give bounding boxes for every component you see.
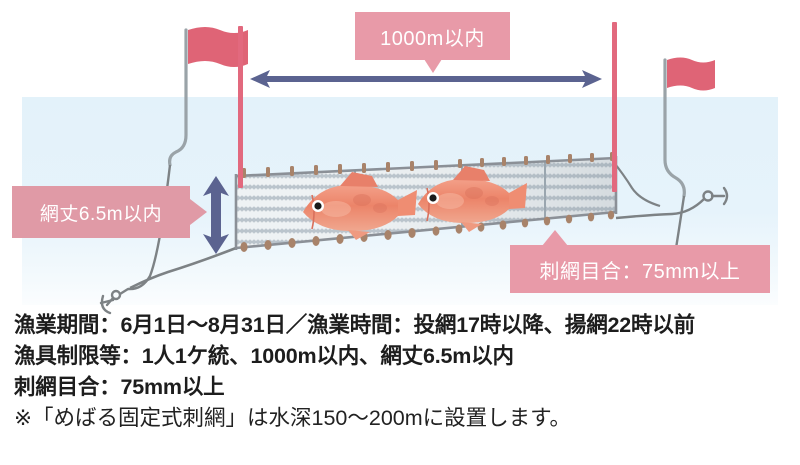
note-line-4: ※「めばる固定式刺網」は水深150〜200mに設置します。: [14, 406, 572, 430]
double-arrow-horizontal-icon: [250, 70, 602, 88]
note-line-1: 漁業期間：6月1日〜8月31日／漁業時間：投網17時以降、揚網22時以前: [14, 313, 695, 337]
anchor-icon-left: [99, 287, 130, 315]
net-height-label: 網丈6.5m以内: [12, 186, 207, 238]
bridle-line: [611, 159, 661, 208]
regulation-notes: 漁業期間：6月1日〜8月31日／漁業時間：投網17時以降、揚網22時以前 漁具制…: [14, 310, 794, 434]
note-line-3: 刺網目合：75mm以上: [14, 375, 225, 399]
lead-line-left: [129, 246, 237, 290]
flag-icon-left: [168, 27, 248, 167]
mesh-size-label-text: 刺網目合：75mm以上: [539, 260, 741, 283]
boundary-line-left: [238, 26, 243, 188]
fish-icon-2: [418, 166, 527, 232]
distance-label-tail: [423, 59, 442, 73]
double-arrow-vertical-icon: [203, 176, 229, 254]
flag-icon-right: [663, 57, 715, 198]
net-height-label-text: 網丈6.5m以内: [39, 203, 163, 225]
mesh-size-label-tail: [542, 230, 568, 246]
net-height-label-tail: [190, 199, 207, 225]
note-line-2: 漁具制限等：1人1ケ統、1000m以内、網丈6.5m以内: [14, 344, 514, 368]
fish-icon-1: [303, 172, 417, 240]
lead-line-right: [615, 198, 705, 220]
anchor-icon-right: [702, 186, 729, 206]
distance-label: 1000m以内: [355, 12, 510, 73]
distance-label-text: 1000m以内: [380, 27, 485, 50]
boundary-line-right: [612, 22, 617, 192]
mesh-size-label: 刺網目合：75mm以上: [510, 230, 770, 293]
